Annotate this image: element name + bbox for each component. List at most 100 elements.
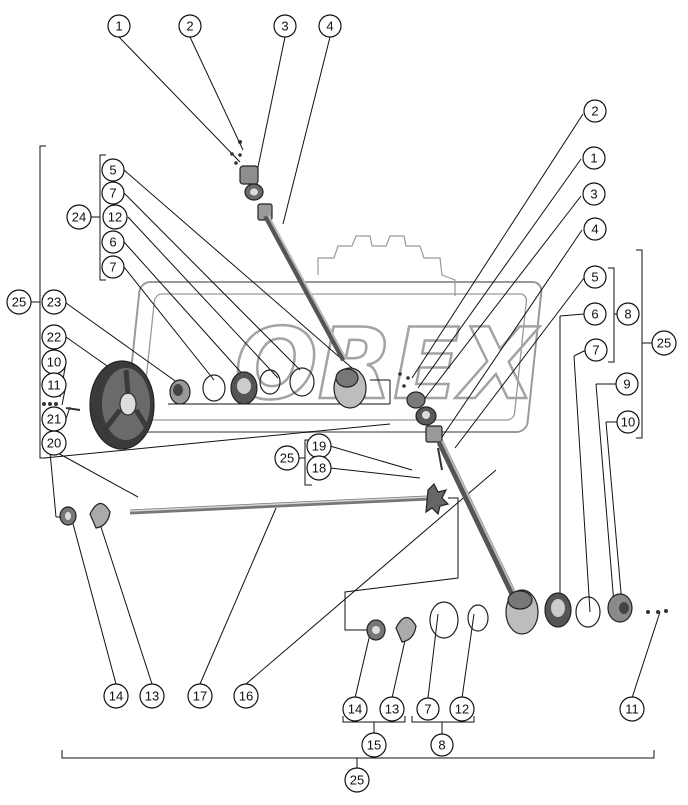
ring-thin <box>289 367 315 397</box>
lower-rod <box>436 440 518 598</box>
callout-8-right: 8 <box>616 302 640 326</box>
parts <box>42 140 668 643</box>
pin <box>48 402 52 406</box>
svg-text:19: 19 <box>312 439 326 454</box>
svg-text:4: 4 <box>591 222 598 237</box>
ring-thin <box>202 374 226 402</box>
callout-11-left: 11 <box>41 372 67 398</box>
lower-tube-end <box>507 590 533 610</box>
watermark-gear <box>317 235 456 296</box>
callout-20: 20 <box>41 430 67 456</box>
lower-rod-highlight <box>441 440 517 596</box>
svg-text:14: 14 <box>348 702 362 717</box>
callout-2-right: 2 <box>583 99 607 123</box>
svg-text:7: 7 <box>592 343 599 358</box>
callout-1-right: 1 <box>582 146 606 170</box>
svg-text:2: 2 <box>186 19 193 34</box>
callout-25-bottom: 25 <box>344 767 370 793</box>
top-bushing-hole <box>250 188 258 196</box>
svg-text:12: 12 <box>455 702 469 717</box>
svg-text:16: 16 <box>239 689 253 704</box>
callout-7-left: 7 <box>101 181 125 205</box>
right-bushing-hole <box>422 411 430 419</box>
callout-2-top: 2 <box>178 14 202 38</box>
bearing-inner <box>237 378 251 394</box>
bottom-ring <box>429 601 459 639</box>
callout-14-bottom: 14 <box>342 696 368 722</box>
svg-text:13: 13 <box>145 689 159 704</box>
svg-text:8: 8 <box>624 307 631 322</box>
pin <box>42 402 46 406</box>
small-ball <box>238 140 242 144</box>
callout-25-right: 25 <box>651 330 677 356</box>
bracket-8-bottom <box>411 716 475 723</box>
svg-text:11: 11 <box>625 702 639 717</box>
callout-18: 18 <box>306 455 332 481</box>
svg-text:25: 25 <box>350 773 364 788</box>
brackets <box>39 145 655 759</box>
svg-text:7: 7 <box>109 260 116 275</box>
svg-text:23: 23 <box>47 295 61 310</box>
pulley-spoke <box>123 369 131 395</box>
svg-text:3: 3 <box>590 187 597 202</box>
svg-text:14: 14 <box>109 689 123 704</box>
right-joint <box>425 425 443 443</box>
callout-10-right: 10 <box>616 410 640 434</box>
pin-rod <box>65 407 81 411</box>
callout-11-bottom: 11 <box>619 696 645 722</box>
callout-13-bottom: 13 <box>379 696 405 722</box>
bottom-bushing-hole <box>372 626 380 634</box>
callout-9-right: 9 <box>615 372 639 396</box>
svg-text:10: 10 <box>621 415 635 430</box>
small-ball <box>238 153 242 157</box>
small-ball <box>646 610 650 614</box>
callout-4-right: 4 <box>583 217 607 241</box>
upper-rod <box>263 214 347 362</box>
watermark-text: OREX <box>234 308 540 422</box>
ring-thin <box>575 596 601 628</box>
svg-text:1: 1 <box>115 19 122 34</box>
svg-text:17: 17 <box>193 689 207 704</box>
svg-text:22: 22 <box>47 330 61 345</box>
bottom-clamp <box>395 616 417 643</box>
svg-text:25: 25 <box>12 295 26 310</box>
svg-text:4: 4 <box>326 19 333 34</box>
pulley-hub <box>119 392 137 416</box>
callout-19: 19 <box>306 433 332 459</box>
svg-text:2: 2 <box>591 104 598 119</box>
callout-5-left: 5 <box>101 158 125 182</box>
long-shaft-highlight <box>129 496 429 512</box>
callout-7-right: 7 <box>584 338 608 362</box>
bracket-25-bottom <box>61 750 655 759</box>
small-ball <box>656 610 660 614</box>
svg-text:25: 25 <box>280 451 294 466</box>
bottom-ring-small <box>467 604 489 632</box>
svg-text:8: 8 <box>438 738 445 753</box>
callout-15-bottom: 15 <box>361 732 387 758</box>
pin <box>54 402 58 406</box>
callout-25-left: 25 <box>6 289 32 315</box>
callout-14-left: 14 <box>103 683 129 709</box>
callout-6-left: 6 <box>101 230 125 254</box>
pulley-spoke <box>104 408 122 430</box>
cross-joint <box>425 482 450 516</box>
small-ball <box>406 376 410 380</box>
small-ball <box>234 161 238 165</box>
end-cap-hole <box>619 602 629 614</box>
bracket-25-right <box>636 249 643 439</box>
bearing-inner <box>551 599 565 617</box>
svg-text:7: 7 <box>424 702 431 717</box>
small-ball <box>664 609 668 613</box>
callout-7-bottom: 7 <box>416 697 440 721</box>
svg-text:10: 10 <box>47 355 61 370</box>
callout-12-left: 12 <box>102 204 128 230</box>
shaft-clamp-left <box>89 502 111 529</box>
svg-text:20: 20 <box>47 436 61 451</box>
svg-text:24: 24 <box>72 210 86 225</box>
svg-text:6: 6 <box>109 235 116 250</box>
callout-5-right: 5 <box>583 265 607 289</box>
bracket-8-right <box>608 267 615 363</box>
svg-text:1: 1 <box>590 151 597 166</box>
callout-24: 24 <box>66 204 92 230</box>
